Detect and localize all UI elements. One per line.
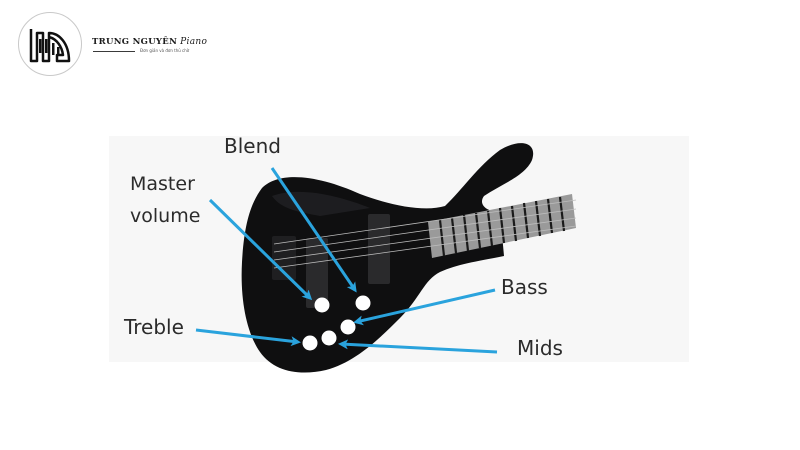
frets (438, 196, 566, 257)
label-treble: Treble (124, 315, 184, 339)
piano-logo-icon (29, 29, 71, 63)
bridge (272, 236, 296, 280)
arrow-master-volume (208, 198, 313, 301)
label-bass: Bass (501, 275, 548, 299)
brand-logo (18, 12, 82, 76)
label-master-volume: Master volume (130, 168, 200, 232)
label-master-line2: volume (130, 205, 201, 227)
guitar-body-shine (272, 191, 370, 216)
brand-script-text: Piano (180, 37, 208, 47)
brand-tagline: Đơn giản và đơn thủ chờ (140, 48, 190, 53)
brand-divider (93, 51, 135, 52)
label-blend: Blend (224, 134, 281, 158)
arrow-blend (270, 167, 357, 293)
label-master-line1: Master (130, 173, 195, 195)
arrow-mids (338, 339, 498, 354)
arrow-bass (353, 288, 496, 326)
neck-pickup (368, 214, 390, 284)
arrow-treble (195, 328, 301, 347)
knob-bass (340, 319, 356, 335)
label-mids: Mids (517, 336, 563, 360)
knob-blend (355, 295, 371, 311)
knob-mids (321, 330, 337, 346)
knob-treble (302, 335, 318, 351)
knob-master-volume (314, 297, 330, 313)
brand-name-text: TRUNG NGUYÊN (92, 37, 178, 47)
